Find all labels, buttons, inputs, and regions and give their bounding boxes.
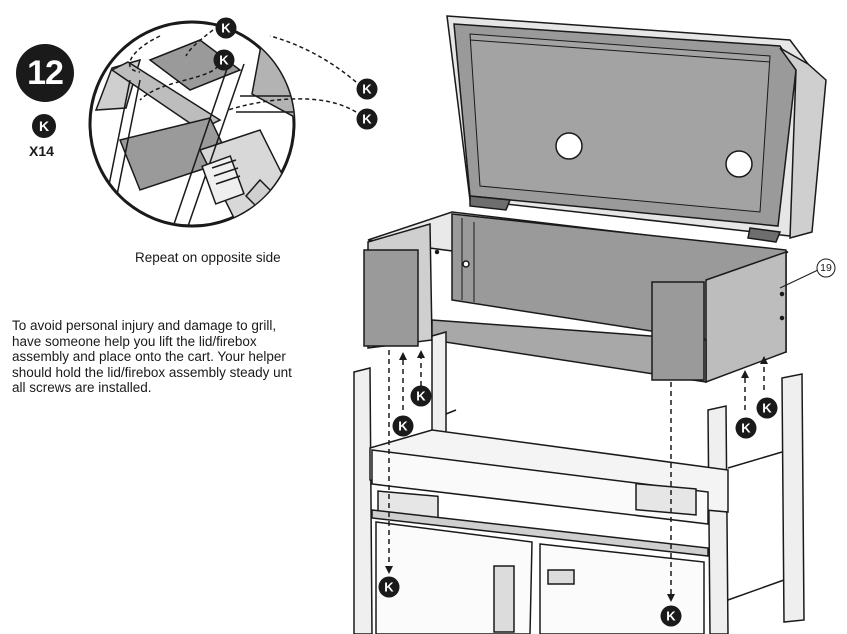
svg-text:K: K: [398, 419, 408, 434]
arrow-heads: [385, 350, 768, 602]
detail-caption: Repeat on opposite side: [135, 250, 281, 265]
svg-text:K: K: [666, 609, 676, 624]
screw-k-badge: K: [410, 385, 432, 407]
screw-k-badge: K: [378, 576, 400, 598]
svg-text:K: K: [762, 401, 772, 416]
warning-line: have someone help you lift the lid/fireb…: [12, 333, 257, 349]
screw-guide-arrows: [388, 350, 765, 596]
step-number-badge: 12: [16, 44, 74, 102]
firebox: [363, 211, 789, 384]
screw-k-badge: K: [735, 417, 757, 439]
safety-warning: To avoid personal injury and damage to g…: [12, 318, 312, 396]
svg-text:K: K: [221, 21, 231, 36]
svg-text:K: K: [219, 53, 229, 68]
part-callout: 19: [779, 258, 836, 289]
screw-k-badge: K: [660, 605, 682, 627]
svg-text:K: K: [384, 580, 394, 595]
warning-line: assembly and place onto the cart. Your h…: [12, 349, 286, 364]
cart-frame: [353, 331, 805, 634]
warning-line: all screws are installed.: [12, 380, 152, 395]
callout-number: 19: [820, 262, 832, 274]
screw-k-badge: K: [215, 17, 237, 39]
screw-k-badge: K: [213, 49, 235, 71]
hardware-k-badge: K: [32, 114, 56, 138]
svg-text:K: K: [362, 82, 372, 97]
screw-k-badge: K: [356, 78, 378, 100]
screw-k-badge: K: [356, 108, 378, 130]
hardware-quantity: X14: [29, 143, 54, 159]
grill-lid: [446, 15, 827, 243]
warning-line: To avoid personal injury and damage to g…: [12, 318, 277, 333]
warning-line: should hold the lid/firebox assembly ste…: [12, 364, 292, 380]
detail-magnifier: [88, 20, 357, 228]
svg-text:K: K: [362, 112, 372, 127]
svg-text:K: K: [416, 389, 426, 404]
screw-k-badge: K: [756, 397, 778, 419]
screw-k-badge: K: [392, 415, 414, 437]
svg-text:K: K: [741, 421, 751, 436]
